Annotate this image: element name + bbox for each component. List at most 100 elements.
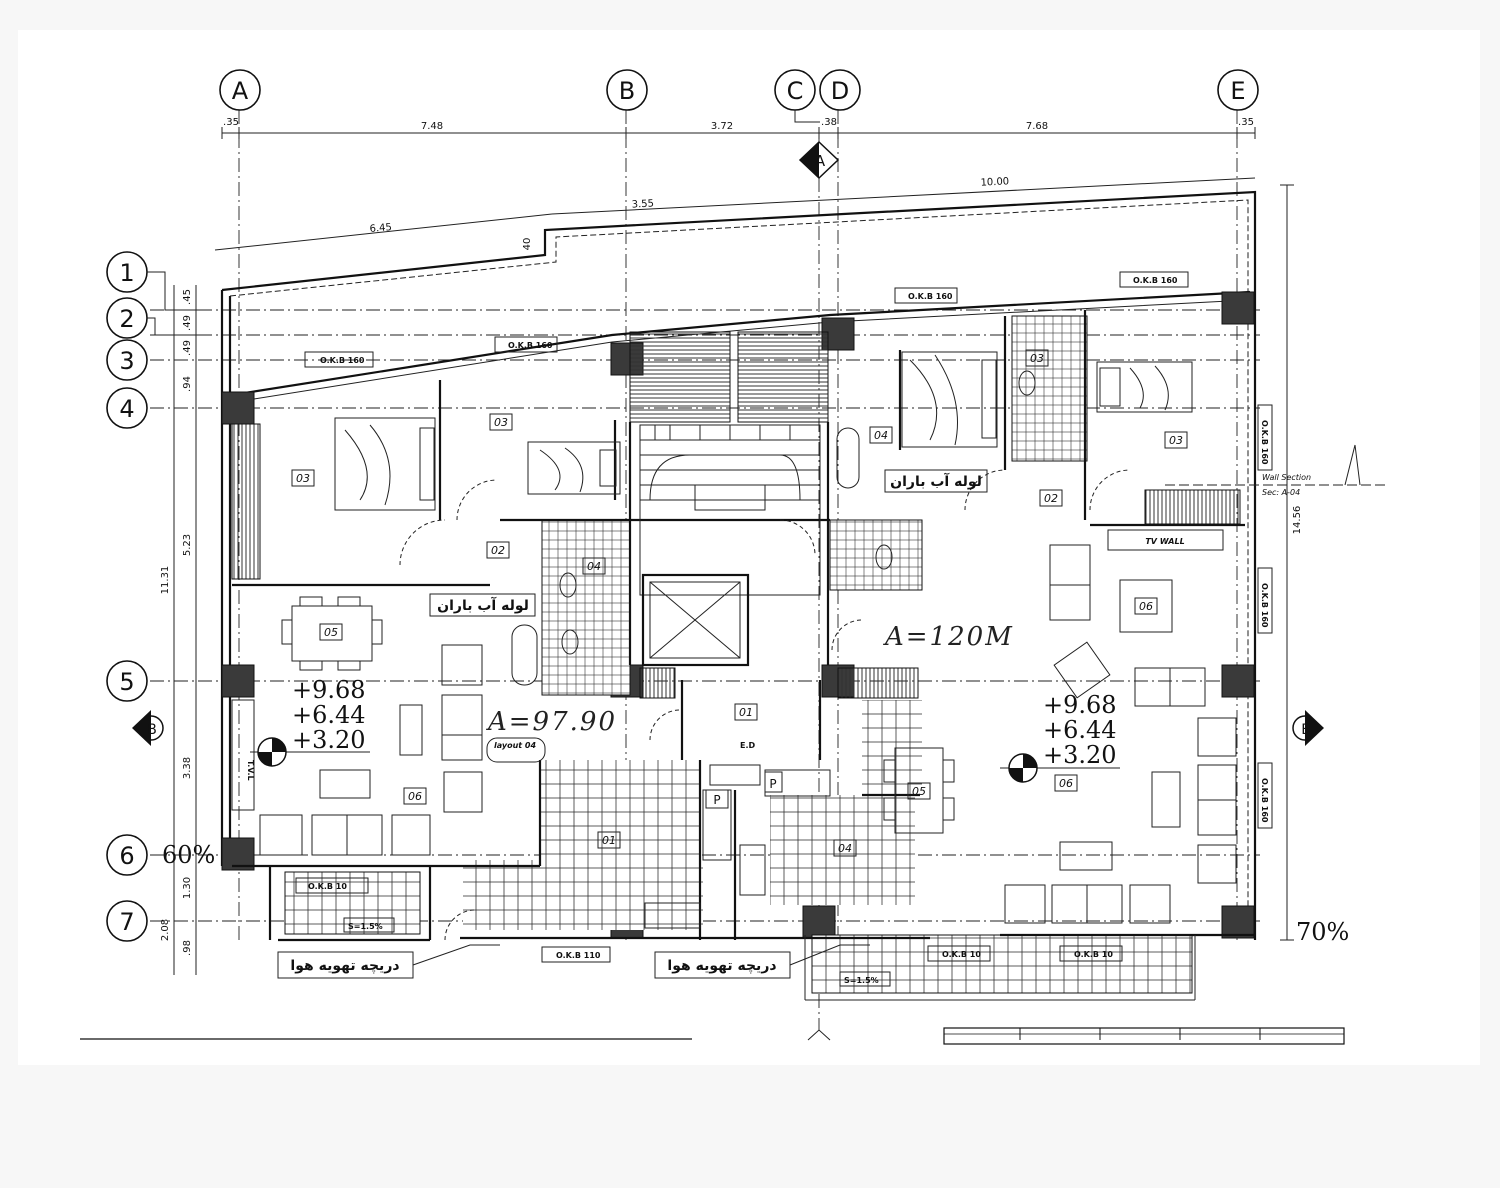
svg-text:05: 05 [912,785,926,798]
svg-text:A: A [815,152,826,170]
sofa-right-center [1134,667,1206,707]
sofa-right-vertical [1197,717,1237,884]
interior-walls [232,310,1255,1001]
coffee-table-right-2 [1151,771,1181,828]
grid-bubble-1: 1 [106,251,200,311]
area-label-right-unit: A=120M [883,622,1014,652]
svg-text:01: 01 [602,834,616,847]
svg-text:02: 02 [1044,492,1058,505]
bed-left-1 [334,417,436,511]
svg-text:04: 04 [874,429,888,442]
svg-text:.35: .35 [223,117,239,128]
svg-text:P: P [769,777,776,791]
grid-bubble-6: 6 [106,834,148,876]
left-dimension-chain: .45 .49 .49 .94 5.23 3.38 1.30 2.08 .98 … [160,285,197,975]
bath-fixtures [511,370,1036,686]
grid-bubble-2: 2 [106,297,200,339]
svg-text:+9.68: +9.68 [1043,691,1117,719]
svg-text:10.00: 10.00 [980,176,1009,188]
armchair-right [1053,641,1111,699]
svg-text:03: 03 [296,472,310,485]
svg-text:.35: .35 [1238,117,1254,128]
svg-text:04: 04 [587,560,601,573]
air-vent-label-right: دریچه تهویه هوا [654,944,870,979]
coffee-table-left [399,704,423,756]
rug-right [1059,841,1113,871]
dining-table-right [883,747,955,834]
svg-text:5: 5 [119,668,134,696]
svg-text:2: 2 [119,305,134,333]
svg-text:06: 06 [1139,600,1153,613]
tv-wall-box [1107,529,1224,551]
svg-text:5.23: 5.23 [182,534,193,556]
svg-text:P: P [713,793,720,807]
svg-text:7.48: 7.48 [421,121,443,132]
right-dimension-chain: 14.56 [1280,184,1303,941]
sofa-right-bottom [1004,884,1171,924]
svg-text:O.K.B 160: O.K.B 160 [1260,583,1269,628]
tv-unit-label: T.V.L [246,760,255,781]
air-vent-label-left: دریچه تهویه هوا [277,944,500,979]
hatched-areas [231,331,1241,699]
svg-text:A: A [232,77,249,105]
grid-bubble-5: 5 [106,660,148,702]
svg-text:Sec: A-04: Sec: A-04 [1262,488,1300,497]
svg-text:O.K.B 10: O.K.B 10 [308,882,347,891]
svg-text:E: E [1230,77,1245,105]
ed-label: E.D [740,741,756,750]
svg-text:03: 03 [494,416,508,429]
grid-row-bubbles: 1 2 3 4 5 6 7 [106,251,200,942]
svg-text:layout 04: layout 04 [494,741,536,750]
svg-text:O.K.B 160: O.K.B 160 [320,356,365,365]
svg-text:O.K.B 160: O.K.B 160 [1260,778,1269,823]
svg-text:01: 01 [739,706,753,719]
svg-text:O.K.B 10: O.K.B 10 [1074,950,1113,959]
svg-text:O.K.B 160: O.K.B 160 [508,341,553,350]
dining-table-left [281,596,383,671]
svg-text:04: 04 [838,842,852,855]
svg-text:+9.68: +9.68 [292,676,366,704]
svg-text:Wall Section: Wall Section [1262,473,1311,482]
tiled-floors [284,315,1193,994]
svg-text:لوله آب باران: لوله آب باران [890,472,982,490]
coffee-table-right [1119,579,1173,633]
svg-text:C: C [787,77,804,105]
svg-text:03: 03 [1030,352,1044,365]
svg-text:03: 03 [1169,434,1183,447]
grid-bubble-a: A [219,69,261,111]
section-marker-b-right: B [1292,710,1324,746]
top-dimension-chain: .35 7.48 3.72 .38 7.68 .35 [221,117,1256,139]
svg-text:1: 1 [119,259,134,287]
grid-bubble-d: D [819,69,861,111]
grid-bubble-b: B [606,69,648,111]
sofa-left-vertical [441,644,483,813]
layout-callout [486,737,546,763]
section-marker-b-left: B [132,710,164,746]
svg-text:06: 06 [408,790,422,803]
level-marker-right: +9.68 +6.44 +3.20 [1000,691,1120,783]
svg-text:O.K.B 160: O.K.B 160 [1133,276,1178,285]
svg-text:لوله آب باران: لوله آب باران [437,596,529,614]
svg-text:.94: .94 [182,376,193,392]
room-codes: 03 03 02 05 06 04 01 03 04 02 06 03 05 0… [291,349,1188,857]
svg-text:3: 3 [119,347,134,375]
svg-text:.45: .45 [182,289,193,305]
svg-text:11.31: 11.31 [160,566,171,595]
svg-text:3.38: 3.38 [182,757,193,779]
svg-text:O.K.B 10: O.K.B 10 [942,950,981,959]
svg-text:.49: .49 [182,340,193,356]
svg-text:.49: .49 [182,315,193,331]
slope-label-right: S=1.5% [844,976,879,985]
paper [18,30,1480,1065]
rain-pipe-label-right: لوله آب باران [884,469,988,493]
percent-label-left: 60% [162,841,215,869]
svg-text:دریچه تهویه هوا: دریچه تهویه هوا [290,958,399,974]
svg-text:1.30: 1.30 [182,877,193,899]
grid-bubble-4: 4 [106,387,148,429]
bed-right-2 [1096,361,1193,413]
grid-bubble-c: C [774,69,816,111]
grid-bubble-e: E [1217,69,1259,111]
kitchen-counters: P P [644,764,831,929]
